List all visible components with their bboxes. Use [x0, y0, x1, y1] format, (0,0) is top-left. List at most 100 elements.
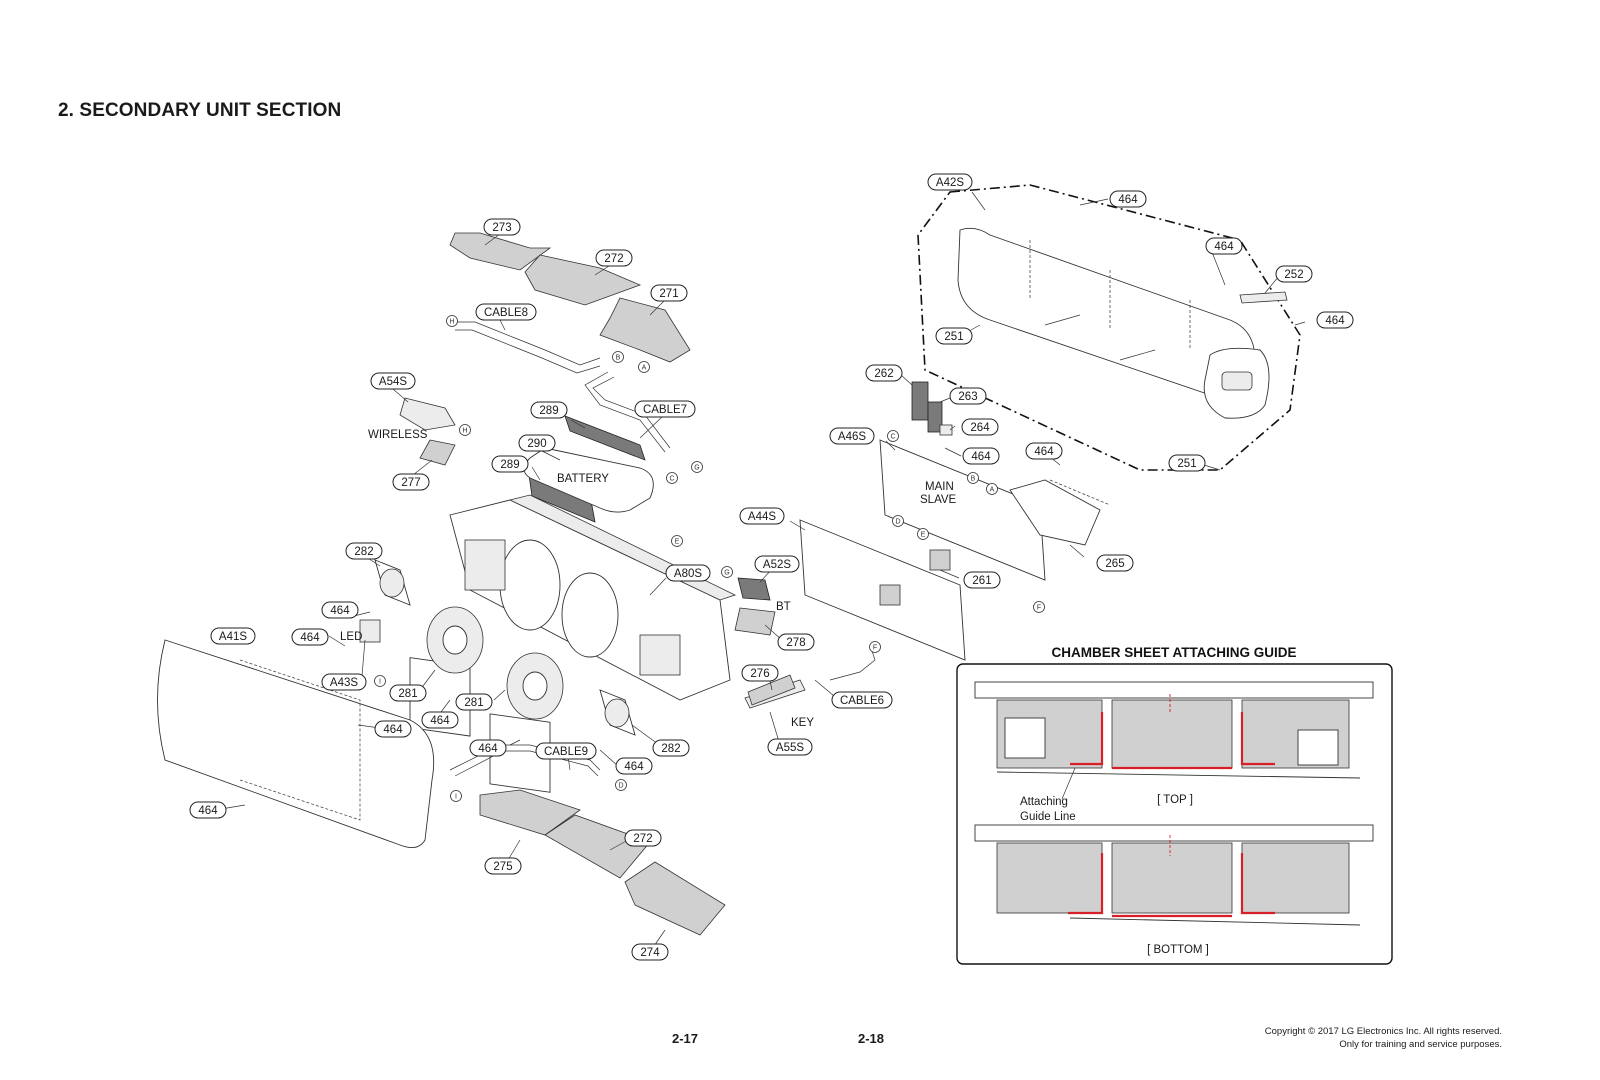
- connector-marker-i: I: [374, 675, 386, 687]
- callout-pill: [455, 693, 493, 711]
- callout-pill: [665, 564, 711, 582]
- callout-464: 464: [1316, 311, 1354, 329]
- main-label: MAIN: [925, 481, 954, 493]
- callout-pill: [210, 627, 256, 645]
- callout-text: 281: [398, 688, 417, 700]
- callout-pill: [962, 447, 1000, 465]
- connector-letter: E: [675, 539, 680, 546]
- connector-letter: I: [379, 679, 381, 686]
- callout-a41s: A41S: [210, 627, 256, 645]
- callout-text: 251: [944, 331, 963, 343]
- callout-pill: [741, 664, 779, 682]
- woofer-281-right: [489, 652, 564, 793]
- callout-pill: [389, 684, 427, 702]
- connector-circle: [917, 528, 929, 540]
- callout-a54s: A54S: [370, 372, 416, 390]
- part-263: [927, 401, 943, 433]
- callout-pill: [754, 555, 800, 573]
- callout-464: 464: [469, 739, 507, 757]
- copyright-notice: Copyright © 2017 LG Electronics Inc. All…: [1265, 1025, 1502, 1051]
- callout-text: 464: [1325, 315, 1345, 327]
- guide-top-view: [974, 681, 1374, 800]
- callout-pill: [949, 387, 987, 405]
- callout-text: 290: [527, 438, 546, 450]
- callout-264: 264: [961, 418, 999, 436]
- connector-letter: C: [669, 476, 674, 483]
- callout-pill: [634, 400, 696, 418]
- callout-text: 289: [500, 459, 519, 471]
- connector-marker-g: G: [691, 461, 703, 473]
- callout-text: A44S: [748, 511, 776, 523]
- connector-circle: [459, 424, 471, 436]
- callout-text: A54S: [379, 376, 407, 388]
- connector-marker-a: A: [638, 361, 650, 373]
- callout-pill: [421, 711, 459, 729]
- guide-title: CHAMBER SHEET ATTACHING GUIDE: [1052, 645, 1297, 660]
- sheet-272-top: [524, 254, 642, 306]
- callout-263: 263: [949, 387, 987, 405]
- callout-252: 252: [1275, 265, 1313, 283]
- callout-289: 289: [491, 455, 529, 473]
- callout-pill: [345, 542, 383, 560]
- connector-circle: [721, 566, 733, 578]
- callout-pill: [1316, 311, 1354, 329]
- callout-text: 271: [659, 288, 678, 300]
- attaching-guide-line-label-1: Attaching: [1020, 796, 1068, 808]
- callout-251: 251: [1168, 454, 1206, 472]
- top-view-label: [ TOP ]: [1157, 794, 1193, 806]
- attaching-guide-panel: CHAMBER SHEET ATTACHING GUIDE Attaching …: [956, 645, 1393, 965]
- callout-pill: [831, 691, 893, 709]
- callout-text: 289: [539, 405, 558, 417]
- connector-marker-f: F: [1033, 601, 1045, 613]
- bottom-view-label: [ BOTTOM ]: [1147, 944, 1209, 956]
- callout-text: 281: [464, 697, 483, 709]
- connector-circle: [450, 790, 462, 802]
- callout-pill: [535, 742, 597, 760]
- callout-pill: [631, 943, 669, 961]
- bracket-265: [1009, 479, 1111, 546]
- callout-251: 251: [935, 327, 973, 345]
- connector-marker-h: H: [446, 315, 458, 327]
- callout-text: 273: [492, 222, 511, 234]
- callout-text: A43S: [330, 677, 358, 689]
- connector-circle: [666, 472, 678, 484]
- callout-text: 464: [383, 724, 403, 736]
- callout-a46s: A46S: [829, 427, 875, 445]
- foam-289-upper: [564, 415, 646, 461]
- callout-text: A52S: [763, 559, 791, 571]
- callout-text: CABLE8: [484, 307, 528, 319]
- callout-pill: [291, 628, 329, 646]
- connector-marker-b: B: [967, 472, 979, 484]
- callout-text: 464: [1118, 194, 1138, 206]
- callout-pill: [469, 739, 507, 757]
- callout-464: 464: [1109, 190, 1147, 208]
- led-board-a43s: [359, 619, 381, 643]
- callout-text: 464: [1214, 241, 1234, 253]
- sheet-273-top: [449, 232, 552, 271]
- callout-pill: [935, 327, 973, 345]
- callout-pill: [392, 473, 430, 491]
- key-label: KEY: [791, 717, 814, 729]
- connector-circle: [869, 641, 881, 653]
- callout-289: 289: [530, 401, 568, 419]
- connector-circle: [691, 461, 703, 473]
- bt-module-a52s: [737, 577, 771, 601]
- callout-pill: [624, 829, 662, 847]
- callout-text: 251: [1177, 458, 1196, 470]
- callout-pill: [963, 571, 1001, 589]
- callout-275: 275: [484, 857, 522, 875]
- callout-pill: [374, 720, 412, 738]
- callout-277: 277: [392, 473, 430, 491]
- callout-text: 261: [972, 575, 991, 587]
- callout-272: 272: [595, 249, 633, 267]
- callout-text: 274: [640, 947, 660, 959]
- guide-bottom-view: [974, 824, 1374, 926]
- cable7: [584, 371, 671, 453]
- callout-pill: [961, 418, 999, 436]
- callout-261: 261: [963, 571, 1001, 589]
- callout-text: 276: [750, 668, 769, 680]
- callout-a43s: A43S: [321, 673, 367, 691]
- callout-282: 282: [345, 542, 383, 560]
- callout-282: 282: [652, 739, 690, 757]
- callout-pill: [321, 673, 367, 691]
